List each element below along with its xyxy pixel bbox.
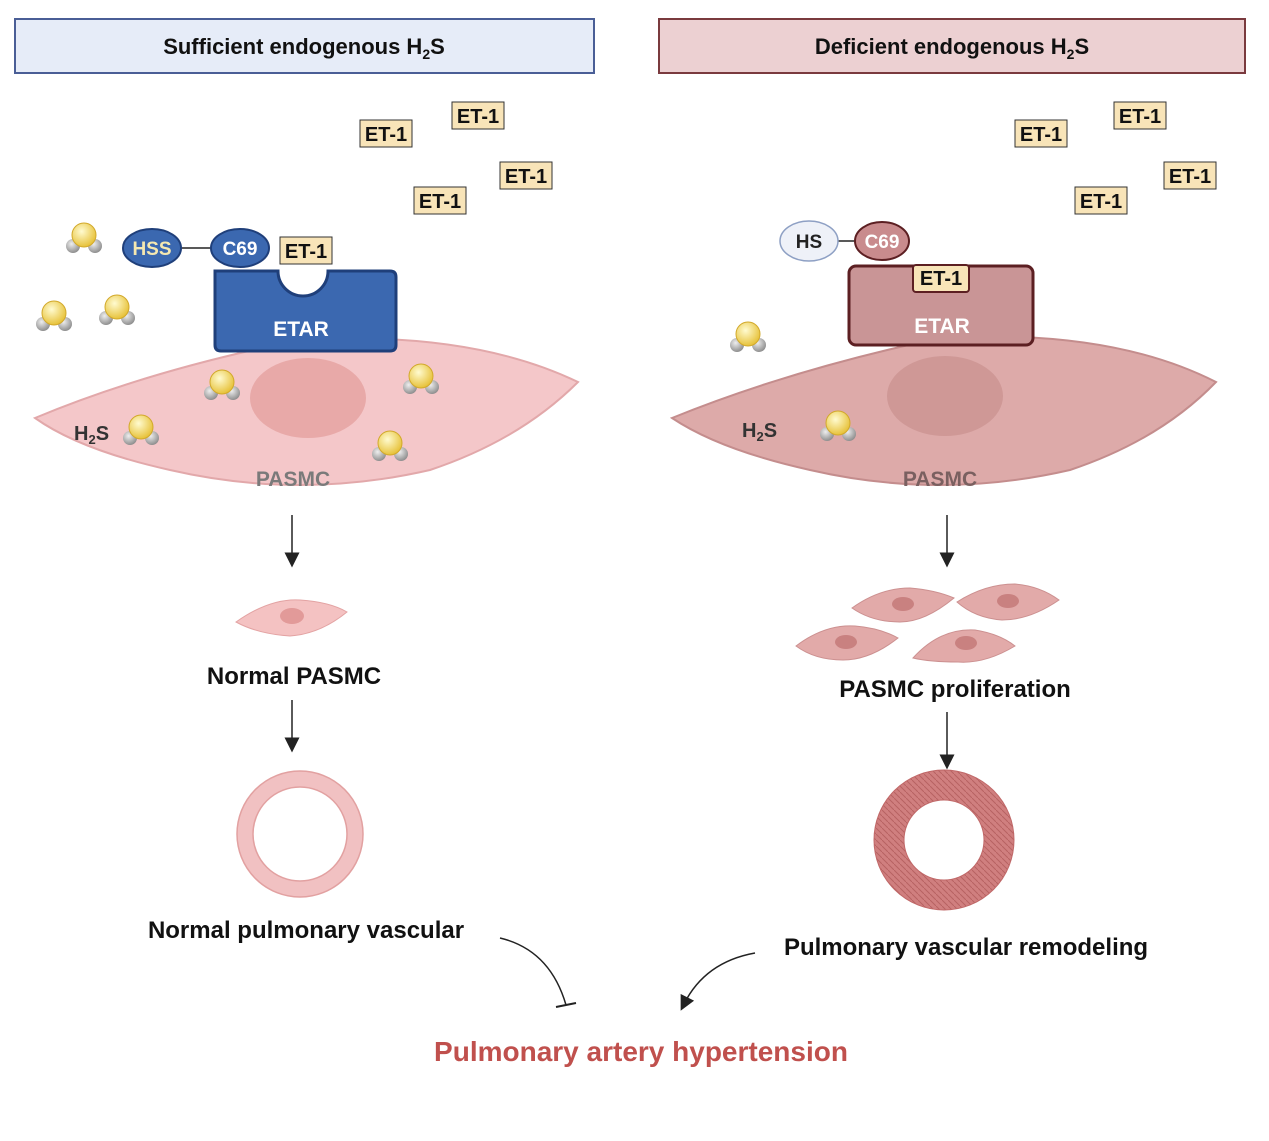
left-free-et1-2: ET-1 — [451, 101, 505, 130]
right-header-box — [658, 18, 1246, 74]
left-hss-node — [122, 228, 182, 268]
et1-label: ET-1 — [365, 124, 407, 146]
et1-label: ET-1 — [1119, 106, 1161, 128]
right-h2s-label: H2S — [742, 420, 777, 444]
normal-vessel-icon — [237, 771, 363, 897]
right-header-title: Deficient endogenous H2S — [815, 34, 1089, 62]
right-cell-outcome: PASMC proliferation — [839, 676, 1071, 703]
h2s-molecule-icon — [98, 294, 136, 326]
h2s-molecule-icon — [65, 222, 103, 254]
right-c69-node — [854, 221, 910, 261]
right-free-et1-3: ET-1 — [1163, 161, 1217, 190]
right-bound-et1 — [912, 264, 970, 293]
proliferating-cells-icon — [795, 583, 1060, 663]
right-panel: Deficient endogenous H2S ET-1 ET-1 ET-1 … — [658, 18, 1246, 1011]
remodeled-vessel-icon — [874, 770, 1014, 910]
normal-vessel-inner-ring — [252, 786, 348, 882]
left-hss-label: HSS — [132, 239, 171, 260]
left-header-box — [14, 18, 595, 74]
right-free-et1-2: ET-1 — [1113, 101, 1167, 130]
right-cell-nucleus — [887, 356, 1003, 436]
inhibition-curve — [499, 937, 567, 1006]
right-etar-label: ETAR — [914, 315, 970, 338]
left-c69-label: C69 — [223, 239, 258, 260]
normal-vessel-outer-ring — [236, 770, 364, 898]
et1-label: ET-1 — [457, 106, 499, 128]
right-free-et1-4: ET-1 — [1074, 186, 1128, 215]
conclusion-label: Pulmonary artery hypertension — [434, 1036, 848, 1067]
left-etar-label: ETAR — [273, 318, 329, 341]
left-panel: Sufficient endogenous H2S ET-1 ET-1 ET-1… — [14, 18, 595, 1008]
et1-label: ET-1 — [1169, 166, 1211, 188]
left-bound-et1-label: ET-1 — [285, 241, 327, 263]
left-free-et1-3: ET-1 — [499, 161, 553, 190]
left-c69-node — [210, 228, 270, 268]
left-pasmc-label: PASMC — [256, 468, 330, 491]
et1-label: ET-1 — [505, 166, 547, 188]
right-bound-et1-label: ET-1 — [920, 268, 962, 290]
right-hs-label: HS — [796, 232, 822, 253]
et1-label: ET-1 — [1020, 124, 1062, 146]
promotion-arrow — [680, 952, 756, 1011]
left-vessel-outcome: Normal pulmonary vascular — [148, 917, 464, 944]
h2s-molecule-icon — [729, 321, 767, 353]
h2s-molecule-icon — [35, 300, 73, 332]
right-vessel-outcome: Pulmonary vascular remodeling — [784, 934, 1148, 961]
left-h2s-label: H2S — [74, 423, 109, 447]
left-free-et1-1: ET-1 — [359, 119, 413, 148]
right-free-et1-1: ET-1 — [1014, 119, 1068, 148]
left-etar-receptor — [213, 269, 398, 353]
et1-label: ET-1 — [1080, 191, 1122, 213]
left-free-et1-4: ET-1 — [413, 186, 467, 215]
left-cell-nucleus — [250, 358, 366, 438]
inhibition-bar — [555, 1002, 577, 1008]
et1-label: ET-1 — [419, 191, 461, 213]
remodeled-vessel-inner-ring — [903, 799, 985, 881]
left-header-title: Sufficient endogenous H2S — [163, 34, 445, 62]
right-pasmc-label: PASMC — [903, 468, 977, 491]
normal-pasmc-nucleus — [280, 608, 304, 624]
left-bound-et1 — [279, 236, 333, 265]
left-cell-outcome: Normal PASMC — [207, 663, 381, 690]
right-hs-node — [779, 220, 839, 262]
remodeled-vessel-outer-ring — [873, 769, 1015, 911]
right-c69-label: C69 — [865, 232, 900, 253]
